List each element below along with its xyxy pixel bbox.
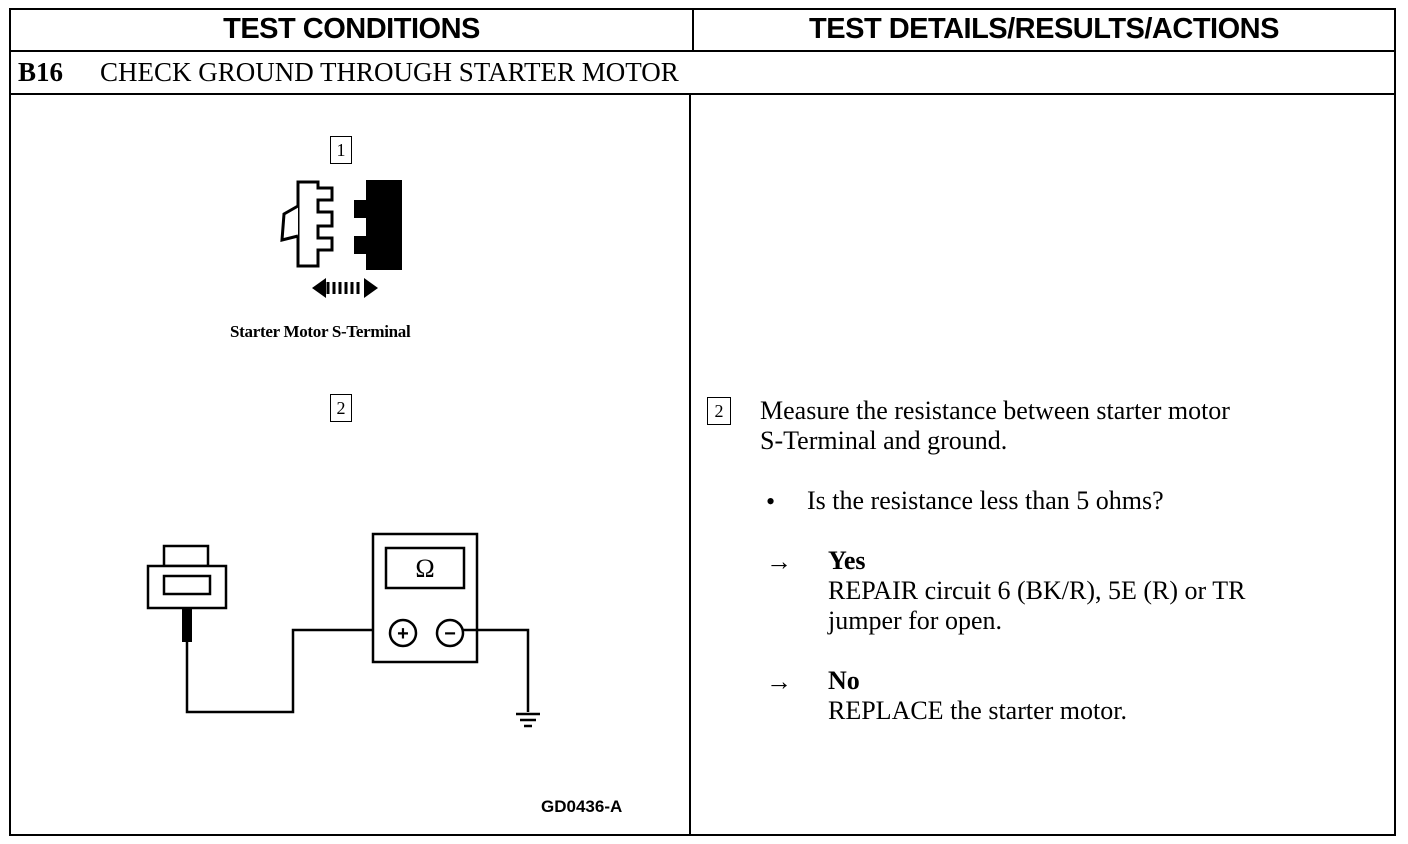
connector-disconnect-illustration [280, 180, 402, 298]
header-test-details: TEST DETAILS/RESULTS/ACTIONS [809, 12, 1279, 45]
table-bottom-border [9, 834, 1396, 836]
yes-label: Yes [828, 546, 866, 575]
question-text: Is the resistance less than 5 ohms? [807, 486, 1164, 515]
positive-terminal [388, 618, 418, 648]
callout-1: 1 [330, 136, 352, 164]
no-arrow: → [766, 667, 792, 696]
callout-2: 2 [330, 394, 352, 422]
test-lead-negative [463, 628, 530, 712]
connector-caption: Starter Motor S-Terminal [230, 322, 411, 341]
instruction-line-1: Measure the resistance between starter m… [760, 396, 1230, 425]
no-label: No [828, 666, 860, 695]
s-terminal-connector-top [162, 544, 210, 568]
header-test-conditions: TEST CONDITIONS [223, 12, 480, 45]
body-column-divider [689, 93, 691, 835]
probe-tip [182, 608, 192, 642]
instruction-line-2: S-Terminal and ground. [760, 426, 1008, 455]
no-action: REPLACE the starter motor. [828, 696, 1127, 725]
ohm-symbol: Ω [415, 554, 434, 583]
figure-id: GD0436-A [541, 797, 623, 816]
yes-action-line-1: REPAIR circuit 6 (BK/R), 5E (R) or TR [828, 576, 1246, 605]
s-terminal-slot [162, 574, 212, 596]
negative-terminal [435, 618, 465, 648]
table-right-border [1394, 8, 1396, 836]
step-code: B16 [18, 56, 64, 87]
yes-arrow: → [766, 547, 792, 576]
header-divider [9, 50, 1396, 52]
connector-half-outline [296, 180, 334, 268]
header-column-divider [692, 8, 694, 51]
plus-symbol: + [397, 623, 409, 645]
table-left-border [9, 8, 11, 836]
separation-arrow [312, 278, 326, 298]
ground-icon [516, 712, 540, 728]
question-bullet: • [766, 487, 776, 516]
step-row: B16 CHECK GROUND THROUGH STARTER MOTOR [14, 52, 679, 92]
connector-latch [280, 204, 299, 242]
yes-action-line-2: jumper for open. [828, 606, 1003, 635]
step-title: CHECK GROUND THROUGH STARTER MOTOR [100, 56, 679, 87]
multimeter-display [384, 546, 466, 590]
ohmmeter-circuit-illustration: Ω + − [146, 532, 540, 728]
step-divider [9, 93, 1396, 95]
details-step-number: 2 [707, 397, 731, 425]
minus-symbol: − [444, 623, 456, 645]
test-lead-positive [185, 628, 376, 714]
table-top-border [9, 8, 1396, 10]
connector-half-solid [354, 180, 402, 270]
